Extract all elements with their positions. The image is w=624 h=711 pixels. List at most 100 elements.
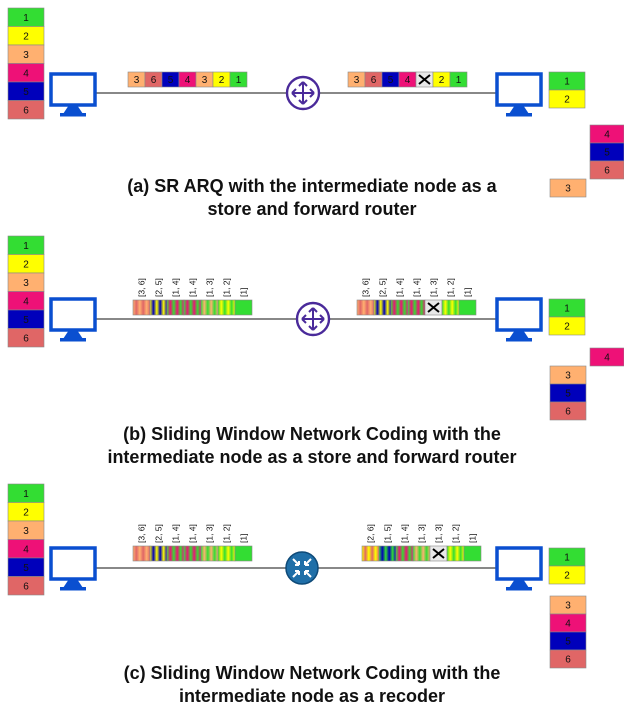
- packet-label: 6: [371, 75, 377, 86]
- stack-cell: 4: [7, 539, 45, 559]
- stack-cell: 5: [7, 557, 45, 577]
- packet-label: 5: [388, 75, 394, 86]
- coding-coeff-label: [1, 4]: [171, 524, 181, 543]
- monitor-stand: [509, 105, 529, 114]
- coding-coeff-label: [1, 4]: [400, 524, 410, 543]
- stack-cell: 6: [7, 100, 45, 120]
- stack-cell: 3: [549, 178, 587, 198]
- stack-cell: 5: [549, 631, 587, 651]
- coded-packet: [390, 299, 409, 316]
- coded-packet: [463, 545, 482, 562]
- coding-coeff-label: [1, 2]: [451, 524, 461, 543]
- packet-label: 1: [456, 75, 462, 86]
- packet-6: [7, 328, 45, 348]
- packet-label: 5: [23, 315, 29, 326]
- packet-label: 2: [564, 322, 570, 333]
- packet-label: 2: [23, 259, 29, 270]
- queue-cell: [378, 545, 397, 562]
- packet-label: 1: [564, 304, 570, 315]
- queue-cell: [356, 299, 375, 316]
- coding-coeff-label: [1, 3]: [429, 278, 439, 297]
- packet-label: 4: [185, 75, 191, 86]
- packet-label: 1: [564, 77, 570, 88]
- stack-cell: 2: [548, 316, 586, 336]
- stack-cell: 3: [549, 595, 587, 615]
- queue-cell: [458, 299, 477, 316]
- inward-arrow-icon: [304, 570, 309, 575]
- packet-2: [548, 565, 586, 585]
- packet-label: 1: [236, 75, 242, 86]
- monitor-screen: [49, 297, 97, 332]
- coding-coeff-label: [1]: [239, 534, 249, 543]
- router-node-icon: [285, 75, 321, 111]
- stack-cell: 4: [549, 613, 587, 633]
- inward-arrow-icon: [295, 570, 300, 575]
- stack-cell: 2: [7, 26, 45, 46]
- queue-cell: [132, 299, 151, 316]
- stack-cell: 3: [549, 365, 587, 385]
- stack-cell: 2: [548, 565, 586, 585]
- queue-cell: [415, 71, 434, 88]
- received-packet-stack: 12: [548, 71, 586, 109]
- queue-cell: 4: [398, 71, 417, 88]
- sender-computer-icon: [49, 546, 97, 591]
- queue-cell: 3: [347, 71, 366, 88]
- coded-packet: [149, 299, 168, 316]
- packet-label: 4: [23, 544, 29, 555]
- coded-packet: [217, 545, 236, 562]
- packet-label: 1: [23, 13, 29, 24]
- queue-cell: [446, 545, 465, 562]
- packet-label: 5: [168, 75, 174, 86]
- coded-packet: [183, 299, 202, 316]
- caption-b-line-1: (b) Sliding Window Network Coding with t…: [123, 424, 501, 444]
- caption-c: (c) Sliding Window Network Coding with t…: [0, 662, 624, 708]
- coded-packet: [200, 299, 219, 316]
- packet-label: 2: [23, 31, 29, 42]
- stack-cell: 5: [7, 81, 45, 101]
- coding-coeff-label: [1, 4]: [188, 278, 198, 297]
- queue-cell: 6: [364, 71, 383, 88]
- queue-cell: [373, 299, 392, 316]
- stack-cell: 6: [7, 576, 45, 596]
- lost-mark-icon: [418, 74, 431, 85]
- receiver-computer-icon: [495, 72, 543, 117]
- queue-cell: [200, 299, 219, 316]
- queue-cell: 6: [144, 71, 163, 88]
- pending-packets-bottom: 356: [549, 365, 587, 421]
- packet-label: 5: [23, 87, 29, 98]
- queue-cell: [234, 299, 253, 316]
- packet-label: 6: [23, 333, 29, 344]
- coded-packet: [446, 545, 465, 562]
- arrows-icon: [301, 307, 325, 331]
- monitor-screen: [495, 72, 543, 107]
- queue-cell: [463, 545, 482, 562]
- queue-cell: [361, 545, 380, 562]
- stack-cell: 3: [7, 44, 45, 64]
- packet-1: [449, 71, 468, 88]
- coded-packet: [234, 299, 253, 316]
- packet-label: 6: [604, 166, 610, 177]
- coding-coeff-label: [1, 3]: [417, 524, 427, 543]
- queue-cell: 4: [178, 71, 197, 88]
- monitor-screen: [495, 546, 543, 581]
- coding-coeff-label: [1]: [468, 534, 478, 543]
- received-packet-stack: 12: [548, 547, 586, 585]
- packet-label: 2: [439, 75, 445, 86]
- queue-cell: [200, 545, 219, 562]
- lost-mark-icon: [427, 302, 440, 313]
- pending-packets-top: 4: [589, 347, 624, 367]
- caption-a: (a) SR ARQ with the intermediate node as…: [0, 175, 624, 221]
- coding-coeff-label: [1, 3]: [205, 524, 215, 543]
- queue-cell: [390, 299, 409, 316]
- coding-coeff-label: [2, 6]: [366, 524, 376, 543]
- packet-6: [7, 100, 45, 120]
- packet-6: [549, 401, 587, 421]
- coding-coeff-label: [2, 5]: [154, 524, 164, 543]
- stack-cell: 6: [7, 328, 45, 348]
